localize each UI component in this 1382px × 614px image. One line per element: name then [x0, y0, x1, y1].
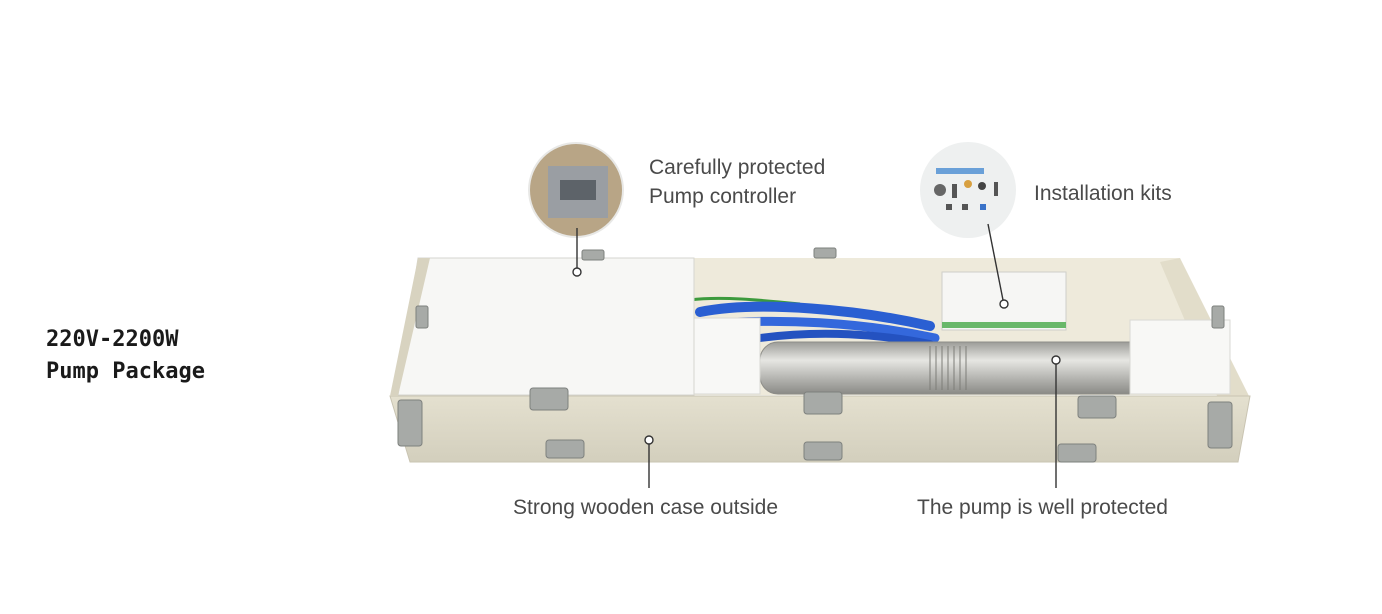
- controller-caption: Carefully protected Pump controller: [649, 153, 825, 211]
- title-package: Pump Package: [46, 359, 205, 384]
- pump-caption: The pump is well protected: [917, 496, 1168, 519]
- kits-thumbnail: [920, 142, 1016, 238]
- title-voltage-power: 220V-2200W: [46, 327, 179, 352]
- case-caption: Strong wooden case outside: [513, 496, 779, 519]
- foam-block-left: [685, 317, 761, 395]
- foam-block-right: [1129, 319, 1231, 395]
- package-title: 220V-2200W Pump Package: [46, 324, 205, 388]
- controller-thumbnail: [528, 142, 624, 238]
- controller-caption-line1: Carefully protected: [649, 156, 826, 179]
- wooden-crate: [389, 247, 1251, 463]
- kits-caption: Installation kits: [1034, 182, 1172, 205]
- metal-clips: [397, 247, 1233, 463]
- controller-box: [397, 257, 695, 396]
- pump-body: [759, 341, 1153, 395]
- kit-box: [941, 271, 1067, 331]
- callout-leaders: [572, 223, 1061, 488]
- controller-caption-line2: Pump controller: [649, 185, 797, 208]
- crate-left-end: [390, 258, 430, 396]
